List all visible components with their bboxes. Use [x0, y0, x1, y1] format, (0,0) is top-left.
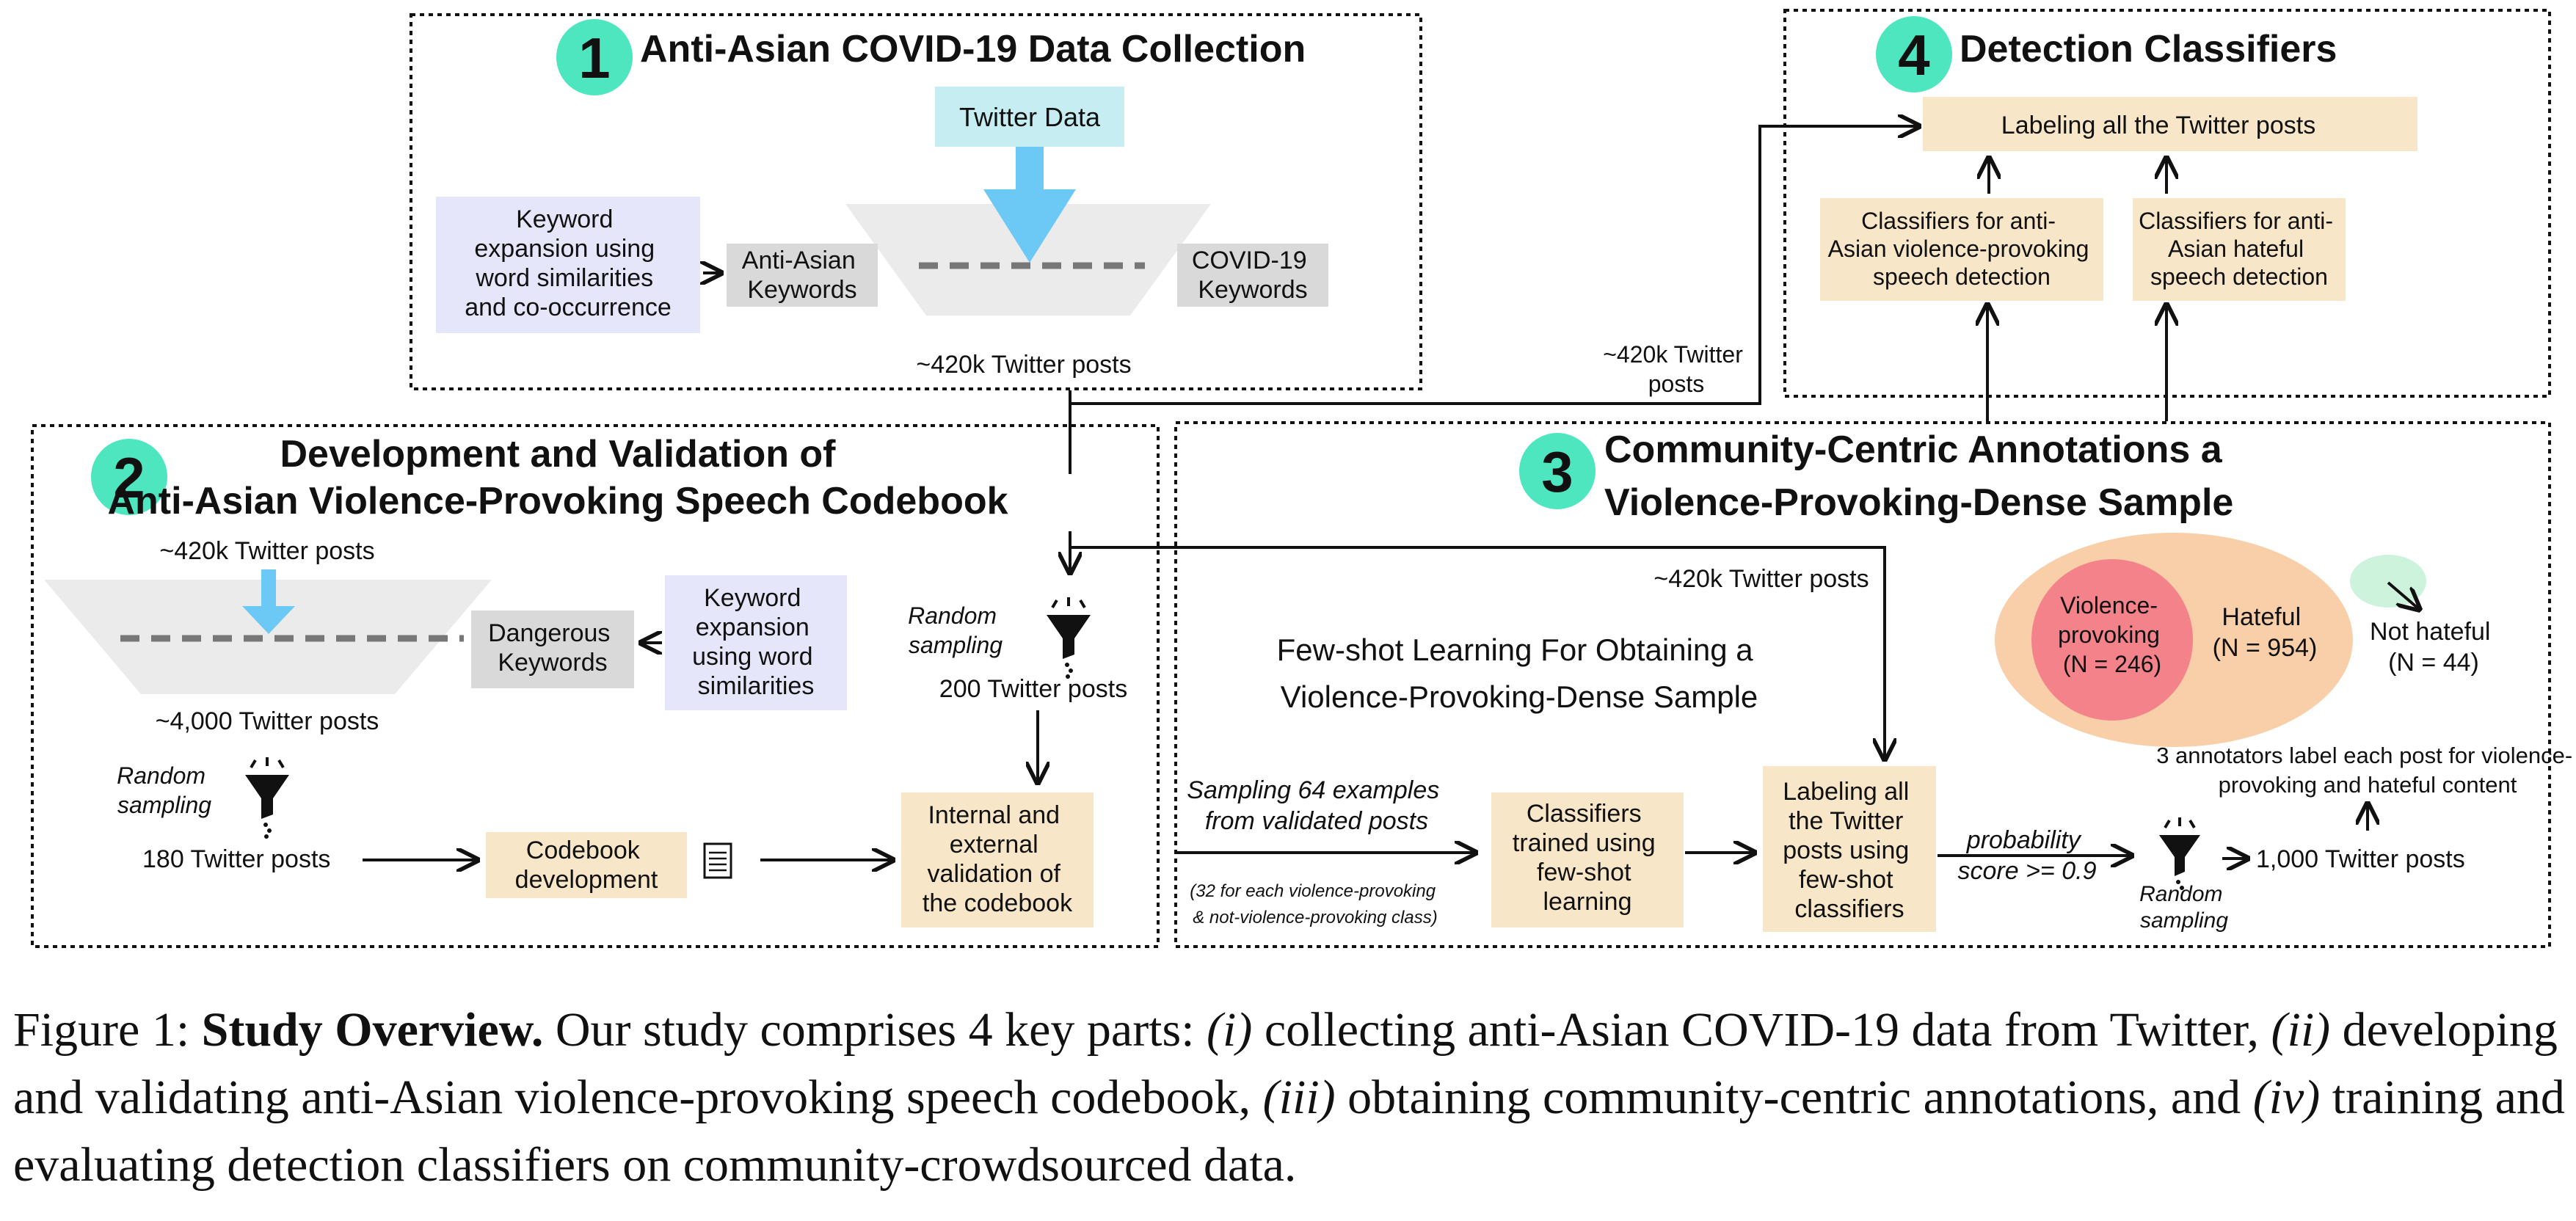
- sampling-funnel-icon-right: [1047, 597, 1091, 679]
- panel-detection-classifiers: 4 Detection Classifiers Labeling all the…: [1603, 9, 2551, 421]
- step-number-4-badge: [1876, 16, 1952, 92]
- annotators-label: 3 annotators label each post for violenc…: [2156, 743, 2576, 798]
- step-number-3: 3: [1541, 440, 1573, 504]
- clf-hateful-text: Classifiers for anti- Asian hateful spee…: [2139, 208, 2340, 290]
- caption-part-3-num: (iii): [1262, 1071, 1336, 1124]
- fewshot-labeling-text: Labeling all the Twitter posts using few…: [1783, 778, 1915, 923]
- venn-not-hateful-label: Not hateful (N = 44): [2370, 618, 2497, 677]
- input-arrow-2: [261, 569, 276, 610]
- panel-2-input-label: ~420k Twitter posts: [159, 537, 374, 565]
- panel-codebook: 2 Development and Validation of Anti-Asi…: [31, 424, 1160, 948]
- step-number-3-badge: [1519, 433, 1596, 509]
- caption-part-1-num: (i): [1207, 1003, 1253, 1057]
- keyword-expansion-box-1: [436, 197, 700, 333]
- panel-2-title-line2: Anti-Asian Violence-Provoking Speech Cod…: [107, 480, 1008, 522]
- dangerous-keywords-text: Dangerous Keywords: [488, 619, 617, 677]
- codebook-validation-text: Internal and external validation of the …: [923, 801, 1073, 917]
- filtered-posts-label: ~4,000 Twitter posts: [156, 707, 379, 735]
- covid-keywords-text: COVID-19 Keywords: [1192, 247, 1314, 304]
- sample-200-label: 200 Twitter posts: [939, 675, 1127, 703]
- clf-violence-box: [1820, 198, 2103, 301]
- panel-data-collection: 1 Anti-Asian COVID-19 Data Collection Tw…: [410, 13, 1422, 390]
- venn-violence-label: Violence- provoking (N = 246): [2058, 592, 2166, 677]
- codebook-development-text: Codebook development: [515, 837, 658, 894]
- caption-part-3: obtaining community-centric annotations,…: [1335, 1071, 2253, 1124]
- caption-part-4: training and evaluating detection classi…: [13, 1071, 2565, 1192]
- twitter-data-box: [935, 87, 1124, 147]
- panel-annotations: 3 Community-Centric Annotations a Violen…: [1174, 421, 2576, 948]
- clf-violence-text: Classifiers for anti- Asian violence-pro…: [1828, 208, 2096, 290]
- labeling-all-posts-label: Labeling all the Twitter posts: [2001, 112, 2315, 139]
- caption-part-4-num: (iv): [2252, 1071, 2321, 1124]
- input-arrowhead-2: [242, 606, 295, 634]
- step-number-2-badge: [91, 439, 167, 515]
- sampling-64-note: (32 for each violence-provoking & not-vi…: [1190, 881, 1441, 927]
- sample-1000-label: 1,000 Twitter posts: [2256, 845, 2465, 873]
- covid-keywords-box: [1177, 244, 1328, 307]
- keyword-expansion-text-1: Keyword expansion using word similaritie…: [465, 205, 672, 321]
- twitter-data-label: Twitter Data: [959, 102, 1101, 132]
- fewshot-classifiers-box: [1491, 792, 1684, 927]
- panel-1-title: Anti-Asian COVID-19 Data Collection: [640, 28, 1306, 70]
- anti-asian-keywords-text: Anti-Asian Keywords: [742, 247, 862, 304]
- dangerous-keywords-box: [471, 610, 634, 688]
- anti-asian-keywords-box: [727, 244, 878, 307]
- panel-2-title-line1: Development and Validation of: [280, 433, 837, 475]
- caption-part-2-num: (ii): [2271, 1003, 2331, 1057]
- step-number-2: 2: [113, 445, 145, 510]
- fewshot-labeling-box: [1763, 766, 1936, 932]
- caption-prefix: Figure 1:: [13, 1003, 202, 1057]
- probability-threshold-label: probability score >= 0.9: [1957, 826, 2096, 885]
- labeling-all-posts-box: [1923, 97, 2417, 151]
- caption-part-1: collecting anti-Asian COVID-19 data from…: [1252, 1003, 2271, 1057]
- caption-bold: Study Overview.: [201, 1003, 544, 1057]
- panel-4-title: Detection Classifiers: [1960, 28, 2337, 70]
- funnel-shape-2: [44, 580, 492, 694]
- step-number-1: 1: [578, 26, 610, 90]
- panel-1-output-label: ~420k Twitter posts: [916, 351, 1131, 379]
- caption-lead: Our study comprises 4 key parts:: [543, 1003, 1207, 1057]
- panel-4-input-label: ~420k Twitter posts: [1603, 341, 1750, 397]
- sample-180-label: 180 Twitter posts: [142, 845, 330, 873]
- annotation-venn-diagram: Violence- provoking (N = 246) Hateful (N…: [1995, 533, 2497, 747]
- clf-hateful-box: [2133, 198, 2346, 301]
- sampling-funnel-icon-p3: [2159, 817, 2200, 890]
- fewshot-classifiers-text: Classifiers trained using few-shot learn…: [1513, 800, 1662, 916]
- panel-3-title-line2: Violence-Provoking-Dense Sample: [1604, 481, 2233, 524]
- random-sampling-label-left: Random sampling: [117, 762, 212, 818]
- study-overview-diagram: 1 Anti-Asian COVID-19 Data Collection Tw…: [31, 9, 2576, 948]
- caption-part-2: developing and validating anti-Asian vio…: [13, 1003, 2558, 1124]
- connector-to-fewshot-labeling: [1070, 546, 1885, 759]
- fewshot-heading: Few-shot Learning For Obtaining a Violen…: [1277, 633, 1762, 714]
- random-sampling-label-p3: Random sampling: [2139, 882, 2229, 933]
- not-hateful-marker: [2350, 555, 2426, 608]
- codebook-validation-box: [901, 792, 1094, 927]
- keyword-expansion-text-2: Keyword expansion using word similaritie…: [692, 584, 820, 700]
- keyword-expansion-box-2: [665, 575, 847, 710]
- codebook-development-box: [486, 832, 687, 898]
- random-sampling-label-right: Random sampling: [908, 602, 1003, 658]
- panel-3-title-line1: Community-Centric Annotations a: [1604, 429, 2223, 471]
- twitter-data-arrow: [1016, 147, 1044, 192]
- sampling-funnel-icon-left: [245, 757, 289, 839]
- figure-caption: Figure 1: Study Overview. Our study comp…: [13, 996, 2567, 1199]
- twitter-data-arrowhead: [983, 189, 1076, 263]
- sampling-64-label: Sampling 64 examples from validated post…: [1187, 776, 1446, 835]
- step-number-4: 4: [1898, 23, 1929, 87]
- panel-3-input-label: ~420k Twitter posts: [1653, 565, 1869, 593]
- venn-hateful-label: Hateful (N = 954): [2213, 603, 2318, 662]
- document-icon: [703, 842, 732, 879]
- step-number-1-badge: [556, 19, 633, 95]
